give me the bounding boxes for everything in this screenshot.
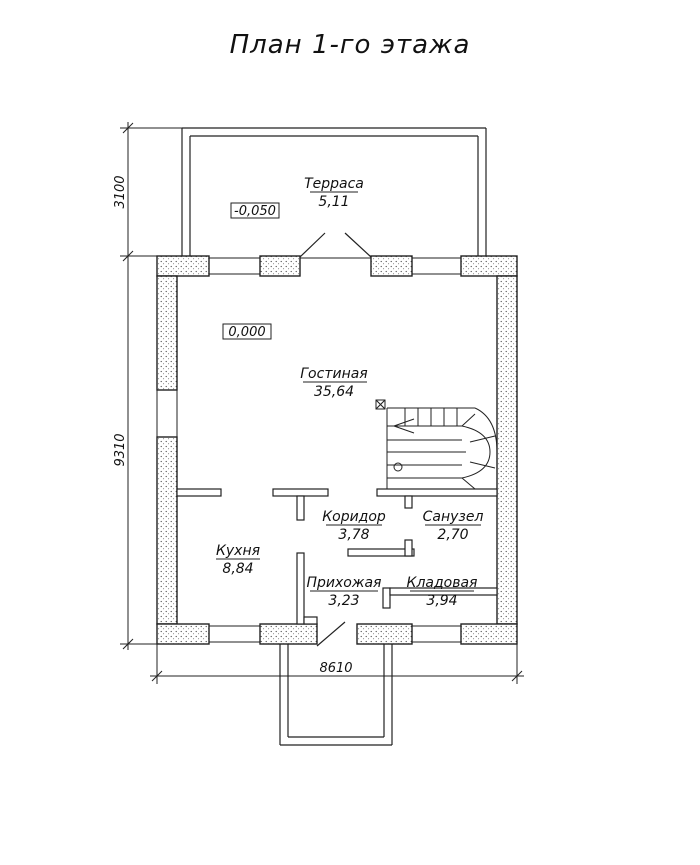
vent-icon <box>375 399 386 410</box>
room-label-hallway: Прихожая 3,23 <box>307 575 382 609</box>
svg-text:Кухня: Кухня <box>216 543 260 559</box>
svg-text:35,64: 35,64 <box>314 384 354 400</box>
dimension-house-width: 8610 <box>319 661 352 676</box>
dimension-vertical <box>120 122 182 650</box>
plan-title: План 1-го этажа <box>229 30 471 60</box>
window-frames <box>156 257 461 643</box>
svg-text:3,94: 3,94 <box>426 593 457 609</box>
dimension-horizontal <box>150 644 524 684</box>
room-label-living: Гостиная 35,64 <box>300 366 367 400</box>
svg-text:0,000: 0,000 <box>228 325 265 340</box>
entrance-porch <box>279 621 393 746</box>
terrace-outline <box>181 127 487 256</box>
svg-text:Терраса: Терраса <box>304 176 364 192</box>
svg-text:2,70: 2,70 <box>437 527 468 543</box>
dimension-terrace-depth: 3100 <box>113 175 128 208</box>
svg-text:Гостиная: Гостиная <box>300 366 367 382</box>
svg-text:Коридор: Коридор <box>322 509 386 525</box>
room-label-corridor: Коридор 3,78 <box>322 509 386 543</box>
svg-text:5,11: 5,11 <box>318 194 349 210</box>
svg-text:3,23: 3,23 <box>328 593 359 609</box>
svg-text:-0,050: -0,050 <box>234 204 276 219</box>
level-mark-terrace: -0,050 <box>230 202 280 219</box>
svg-text:Прихожая: Прихожая <box>307 575 382 591</box>
terrace-door-swing <box>299 232 372 258</box>
svg-text:Санузел: Санузел <box>423 509 484 525</box>
svg-text:8,84: 8,84 <box>222 561 253 577</box>
svg-text:3,78: 3,78 <box>338 527 369 543</box>
room-label-kitchen: Кухня 8,84 <box>216 543 260 577</box>
room-label-storage: Кладовая 3,94 <box>407 575 478 609</box>
room-label-bathroom: Санузел 2,70 <box>423 509 484 543</box>
staircase <box>386 407 498 490</box>
exterior-walls <box>156 255 518 645</box>
dimension-house-depth: 9310 <box>113 433 128 466</box>
level-mark-floor: 0,000 <box>222 323 272 340</box>
room-label-terrace: Терраса 5,11 <box>304 176 364 210</box>
svg-text:Кладовая: Кладовая <box>407 575 478 591</box>
